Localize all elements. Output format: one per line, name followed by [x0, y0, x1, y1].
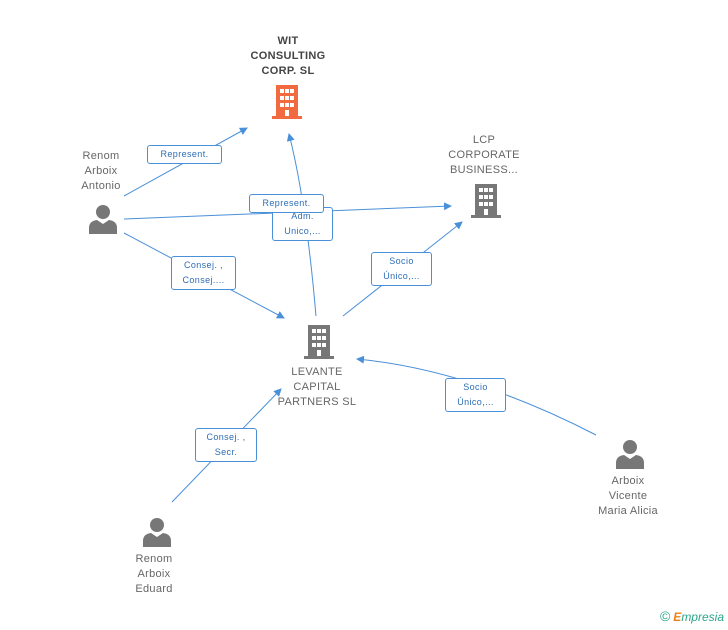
node-label: Renom Arboix Eduard — [135, 553, 173, 595]
edge-label-consej-eduard[interactable]: Consej. , Secr. — [195, 428, 257, 462]
edge-label-represent-wit[interactable]: Represent. — [147, 145, 222, 164]
person-icon — [89, 205, 117, 234]
brand-initial: E — [673, 610, 682, 624]
building-icon — [304, 325, 334, 359]
node-label: LEVANTE CAPITAL PARTNERS SL — [277, 366, 357, 408]
person-icon — [616, 440, 644, 469]
brand-name: mpresia — [681, 610, 724, 624]
copyright-icon: © — [659, 608, 671, 624]
edge-label-represent-lcp[interactable]: Represent. — [249, 194, 324, 213]
node-label: WIT CONSULTING CORP. SL — [250, 35, 326, 77]
building-icon — [471, 184, 501, 218]
edge-label-socio-lcp[interactable]: Socio Único,... — [371, 252, 432, 286]
edge-label-consej-antonio[interactable]: Consej. , Consej.... — [171, 256, 236, 290]
person-icon — [143, 518, 171, 547]
building-icon — [272, 85, 302, 119]
node-label: Arboix Vicente Maria Alicia — [598, 475, 658, 517]
empresia-watermark: ©Empresia — [660, 608, 724, 624]
edge-label-socio-alicia[interactable]: Socio Único,... — [445, 378, 506, 412]
node-label: Renom Arboix Antonio — [81, 150, 121, 192]
node-label: LCP CORPORATE BUSINESS... — [448, 134, 520, 176]
